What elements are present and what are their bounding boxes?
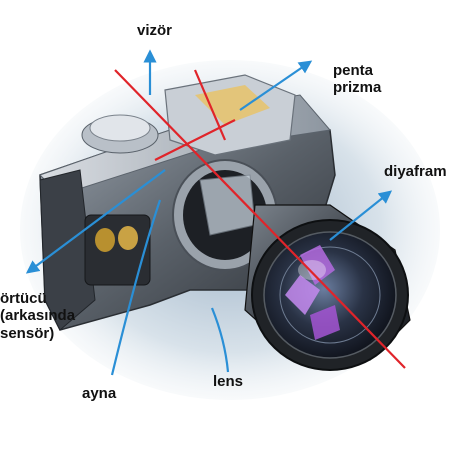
lens-label-text: lens — [213, 373, 244, 390]
ayna-label: ayna — [82, 385, 116, 402]
penta-prizma-label-line1: penta — [333, 62, 374, 79]
pentaprism — [195, 85, 270, 125]
ortucu-label-line2: (arkasında — [0, 307, 76, 325]
battery-compartment — [84, 214, 151, 286]
ortucu-label-line1: örtücü — [0, 290, 47, 307]
ayna-leader-line — [110, 199, 162, 376]
penta-prizma-label-line2: prizma — [333, 79, 382, 97]
optical-axis-red-line — [114, 69, 406, 369]
reflected-ray-line — [154, 119, 236, 161]
lens-leader-line — [210, 307, 230, 373]
diyafram-label: diyafram — [384, 163, 447, 180]
prism-ray-line — [193, 69, 227, 141]
penta-prizma-label: penta prizma — [333, 62, 381, 97]
vizor-label-text: vizör — [137, 22, 173, 39]
optical-axis-lines — [114, 69, 406, 369]
ortucu-label-line3: sensör) — [0, 324, 55, 342]
penta-prizma-arrow — [239, 60, 313, 111]
vizor-label: vizör — [137, 22, 172, 39]
diyafram-label-text: diyafram — [384, 163, 447, 180]
front-lens-element — [263, 231, 397, 359]
diyafram-arrow — [329, 190, 393, 241]
annotation-arrows — [25, 49, 393, 376]
lens-label: lens — [213, 373, 243, 390]
ortucu-arrow — [25, 169, 166, 274]
ortucu-label: örtücü (arkasında sensör) — [0, 290, 75, 342]
ayna-label-text: ayna — [82, 385, 117, 402]
iris-diaphragm — [285, 245, 340, 340]
